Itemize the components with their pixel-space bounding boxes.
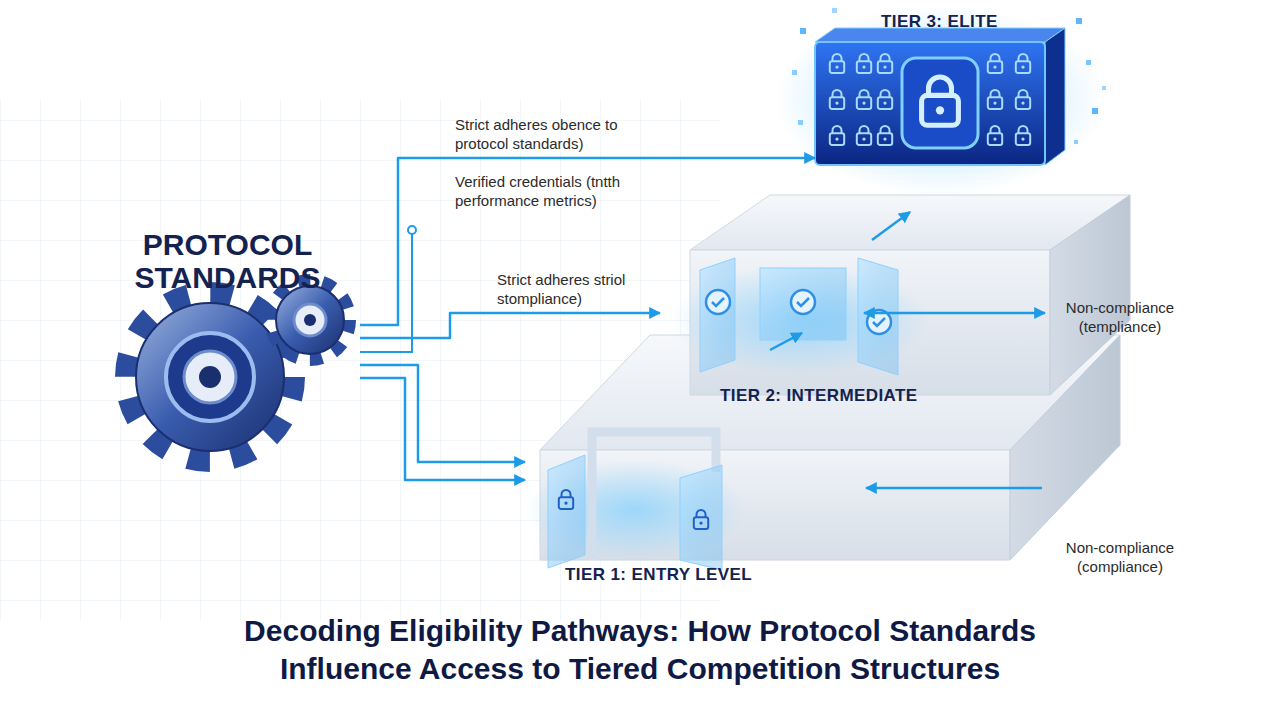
annotation: Non-compliance (compliance) — [1050, 538, 1190, 576]
gate-panel — [760, 268, 846, 340]
gate-panel — [548, 455, 585, 568]
node-label: PROTOCOL STANDARDS — [95, 228, 360, 294]
gear-node: PROTOCOL STANDARDS — [95, 225, 360, 475]
slab-side — [1050, 195, 1130, 395]
lock-icon — [857, 90, 871, 109]
vault-glow — [775, 5, 1105, 195]
particle — [1076, 18, 1082, 24]
gate-panel — [700, 258, 735, 372]
gear-axle — [304, 314, 316, 326]
lock-icon — [878, 90, 892, 109]
progress-arrow — [770, 333, 802, 350]
node-label: TIER 1: ENTRY LEVEL — [565, 565, 805, 585]
progress-arrow — [872, 212, 910, 240]
node-label: TIER 3: ELITE — [881, 12, 1071, 32]
entry-gate — [525, 432, 745, 570]
edge-label: Strict adheres obence to protocol standa… — [455, 115, 640, 153]
lock-icon — [830, 54, 844, 73]
particle — [792, 70, 797, 75]
particle — [1086, 60, 1091, 65]
annotation: Verified credentials (tntth performance … — [455, 172, 645, 210]
particle — [1092, 108, 1098, 114]
check-mark — [797, 298, 809, 306]
gate-panel — [858, 258, 898, 375]
annotation: Non-compliance (templiance) — [1050, 298, 1190, 336]
connector-arrow — [360, 365, 525, 462]
lock-icon — [1016, 54, 1030, 73]
gear-symbol — [128, 281, 349, 459]
leader-line — [360, 234, 412, 352]
gear-body — [136, 303, 284, 451]
connector-arrow — [360, 378, 525, 480]
lock-icon — [922, 77, 959, 125]
check-mark — [873, 318, 885, 326]
particle — [1074, 140, 1078, 144]
lock-icon — [694, 510, 708, 529]
lock-icon — [830, 126, 844, 145]
particle — [832, 8, 837, 13]
lock-icon — [878, 54, 892, 73]
node-label: TIER 2: INTERMEDIATE — [720, 386, 980, 406]
lock-icon — [988, 54, 1002, 73]
noncompliance-arrow — [864, 312, 1045, 315]
connector-arrow — [360, 313, 660, 338]
check-icon — [706, 290, 730, 314]
intermediate-gates — [670, 258, 930, 375]
leader-dot — [408, 226, 416, 234]
gear-axle — [199, 366, 221, 388]
gear-hub — [294, 304, 326, 336]
vault-side — [1045, 28, 1065, 165]
shield-icon — [902, 58, 978, 148]
vault-front — [815, 42, 1045, 165]
diagram-title: Decoding Eligibility Pathways: How Proto… — [190, 612, 1090, 688]
gate-panel — [680, 465, 722, 570]
lock-icon — [1016, 126, 1030, 145]
gear-hub — [184, 351, 236, 403]
lock-icon — [559, 490, 573, 509]
lock-icon — [830, 90, 844, 109]
check-icon — [791, 290, 815, 314]
lock-icon — [857, 54, 871, 73]
tier-box: TIER 1: ENTRY LEVEL — [525, 445, 815, 595]
particle — [1102, 86, 1106, 90]
lock-icon — [857, 126, 871, 145]
particle — [800, 28, 806, 34]
noncompliance-arrow — [866, 487, 1042, 490]
check-mark — [712, 298, 724, 306]
gear-body — [276, 286, 344, 354]
tier-box: TIER 3: ELITE — [815, 8, 1075, 173]
gear-ring — [166, 333, 254, 421]
lock-icon — [988, 126, 1002, 145]
edge-label: Strict adheres striol stompliance) — [497, 270, 672, 308]
lock-icon — [878, 126, 892, 145]
lock-icon — [1016, 90, 1030, 109]
tier-box: TIER 2: INTERMEDIATE — [660, 240, 1040, 410]
lock-icon — [988, 90, 1002, 109]
particle — [798, 120, 803, 125]
elite-vault — [775, 5, 1106, 195]
connector-arrow — [360, 158, 815, 325]
